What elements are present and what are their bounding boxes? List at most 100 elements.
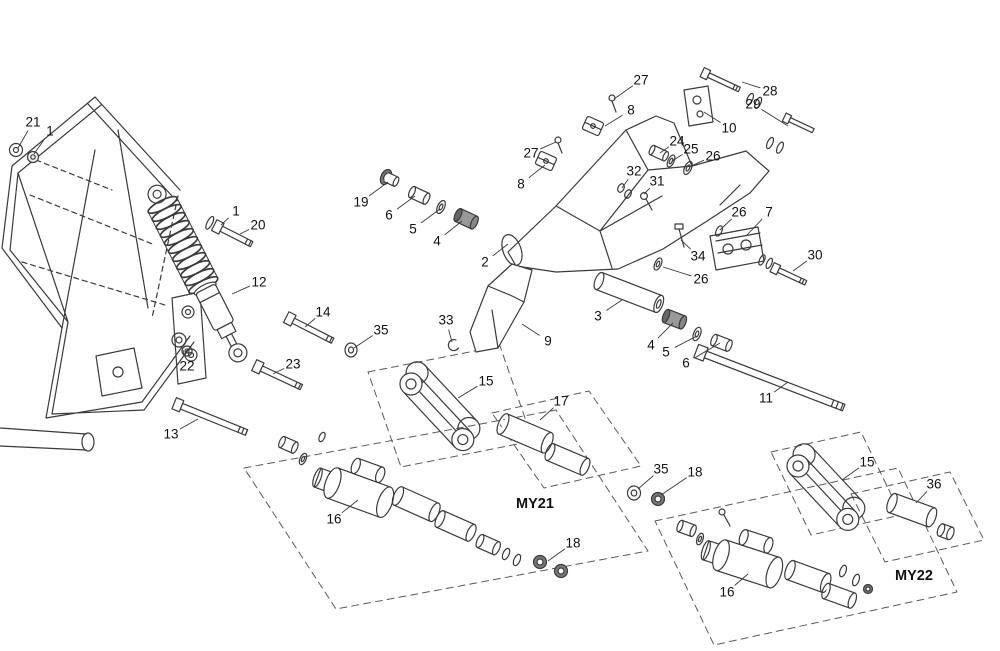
group-box-spacers-36 xyxy=(850,471,985,563)
bolt-30 xyxy=(769,262,808,286)
callout-label-9: 9 xyxy=(544,334,552,349)
washers-my21 xyxy=(501,547,522,567)
callout-label-1: 1 xyxy=(46,124,54,139)
spacer-36b xyxy=(936,523,955,541)
callout-leader-4 xyxy=(444,220,463,236)
screw-my22 xyxy=(718,508,731,527)
rocker-16-left xyxy=(312,457,395,519)
callout-label-8: 8 xyxy=(517,177,525,192)
bolt-34 xyxy=(674,223,685,248)
callout-label-27: 27 xyxy=(523,146,538,161)
shock-absorber xyxy=(147,184,248,363)
bracket-7 xyxy=(709,226,765,271)
callout-label-22: 22 xyxy=(179,359,194,374)
clamp-8-upper xyxy=(581,115,605,137)
bolt-14 xyxy=(282,311,335,344)
callout-leader-1 xyxy=(33,138,45,155)
callout-leader-13 xyxy=(179,418,199,430)
pivot-tube-3 xyxy=(593,271,665,314)
spacer-17a xyxy=(496,413,554,454)
screw-27-top xyxy=(608,94,617,113)
callout-label-26: 26 xyxy=(693,272,708,287)
bushing-19 xyxy=(379,168,400,187)
callout-label-7: 7 xyxy=(765,205,773,220)
callout-leader-34 xyxy=(680,239,692,250)
washer-my22-b xyxy=(695,532,705,546)
callout-leader-18 xyxy=(547,548,566,562)
callout-leader-8 xyxy=(604,114,623,127)
callout-label-23: 23 xyxy=(285,357,300,372)
callout-label-27: 27 xyxy=(633,73,648,88)
callout-label-17: 17 xyxy=(553,394,568,409)
washers-30 xyxy=(758,254,774,270)
callout-label-11: 11 xyxy=(759,391,773,406)
callout-label-13: 13 xyxy=(163,427,178,442)
callout-label-5: 5 xyxy=(662,345,670,360)
callout-label-32: 32 xyxy=(626,164,641,179)
callout-leader-24 xyxy=(659,146,670,154)
callout-leader-27 xyxy=(539,141,557,150)
washer-5-left xyxy=(436,199,446,215)
callout-leader-16 xyxy=(341,499,359,514)
callout-label-12: 12 xyxy=(251,275,266,290)
callout-leader-6 xyxy=(694,342,721,359)
callout-leader-3 xyxy=(606,299,623,311)
callout-label-25: 25 xyxy=(683,142,698,157)
rocker-16-right xyxy=(700,529,784,589)
frame-lower-rail xyxy=(0,427,87,451)
spacer-my21-a xyxy=(391,486,441,523)
callout-label-2: 2 xyxy=(481,255,489,270)
callout-label-35: 35 xyxy=(653,462,668,477)
bushing-4-left xyxy=(453,207,479,230)
bolt-29 xyxy=(781,112,815,134)
group-box-linkage-left xyxy=(367,345,534,468)
linkage-15-right xyxy=(786,443,866,531)
callout-label-16: 16 xyxy=(719,585,734,600)
callout-leader-8 xyxy=(528,164,546,179)
callout-leader-12 xyxy=(231,285,251,295)
callout-leader-5 xyxy=(674,335,698,348)
spacer-my21-b xyxy=(434,510,477,542)
callout-leader-31 xyxy=(643,187,651,195)
callout-label-33: 33 xyxy=(438,313,453,328)
washer-26-mid xyxy=(653,257,663,271)
callout-label-8: 8 xyxy=(627,103,635,118)
bushing-my22-a xyxy=(676,519,697,538)
callout-leader-7 xyxy=(745,218,763,237)
callout-label-16: 16 xyxy=(326,512,341,527)
callout-label-31: 31 xyxy=(649,174,664,189)
bolt-23 xyxy=(251,359,304,391)
callout-leader-1 xyxy=(220,217,229,226)
washer-26-top xyxy=(683,160,693,176)
bushing-left-a xyxy=(278,435,299,454)
bushing-6-left xyxy=(407,185,431,205)
callout-leader-9 xyxy=(521,323,540,336)
callout-leader-25 xyxy=(671,153,683,162)
callout-label-15: 15 xyxy=(478,374,493,389)
clamp-8-lower xyxy=(534,150,558,172)
washers-top-right xyxy=(765,136,785,154)
callout-leader-14 xyxy=(304,318,316,328)
callout-leader-15 xyxy=(841,467,860,481)
washer-left-c xyxy=(318,431,326,443)
chain-guide-9 xyxy=(469,263,533,353)
callout-leader-4 xyxy=(657,322,674,339)
group-box-linkage-right xyxy=(770,431,902,536)
callout-label-36: 36 xyxy=(926,477,941,492)
washers-my22 xyxy=(838,564,874,595)
callout-label-15: 15 xyxy=(859,455,874,470)
callout-leader-33 xyxy=(448,329,453,343)
callout-label-18: 18 xyxy=(687,465,702,480)
callout-leader-36 xyxy=(915,490,928,504)
group-box-my21 xyxy=(243,409,649,610)
group-box-my22 xyxy=(654,467,958,646)
bolt-20 xyxy=(205,215,254,248)
callout-leader-21 xyxy=(17,130,29,149)
callout-label-3: 3 xyxy=(594,309,602,324)
screw-27-left xyxy=(554,136,563,154)
callout-leader-32 xyxy=(621,178,629,189)
callout-label-35: 35 xyxy=(373,323,388,338)
nut-18-right xyxy=(650,491,666,507)
washers-32 xyxy=(617,183,632,199)
